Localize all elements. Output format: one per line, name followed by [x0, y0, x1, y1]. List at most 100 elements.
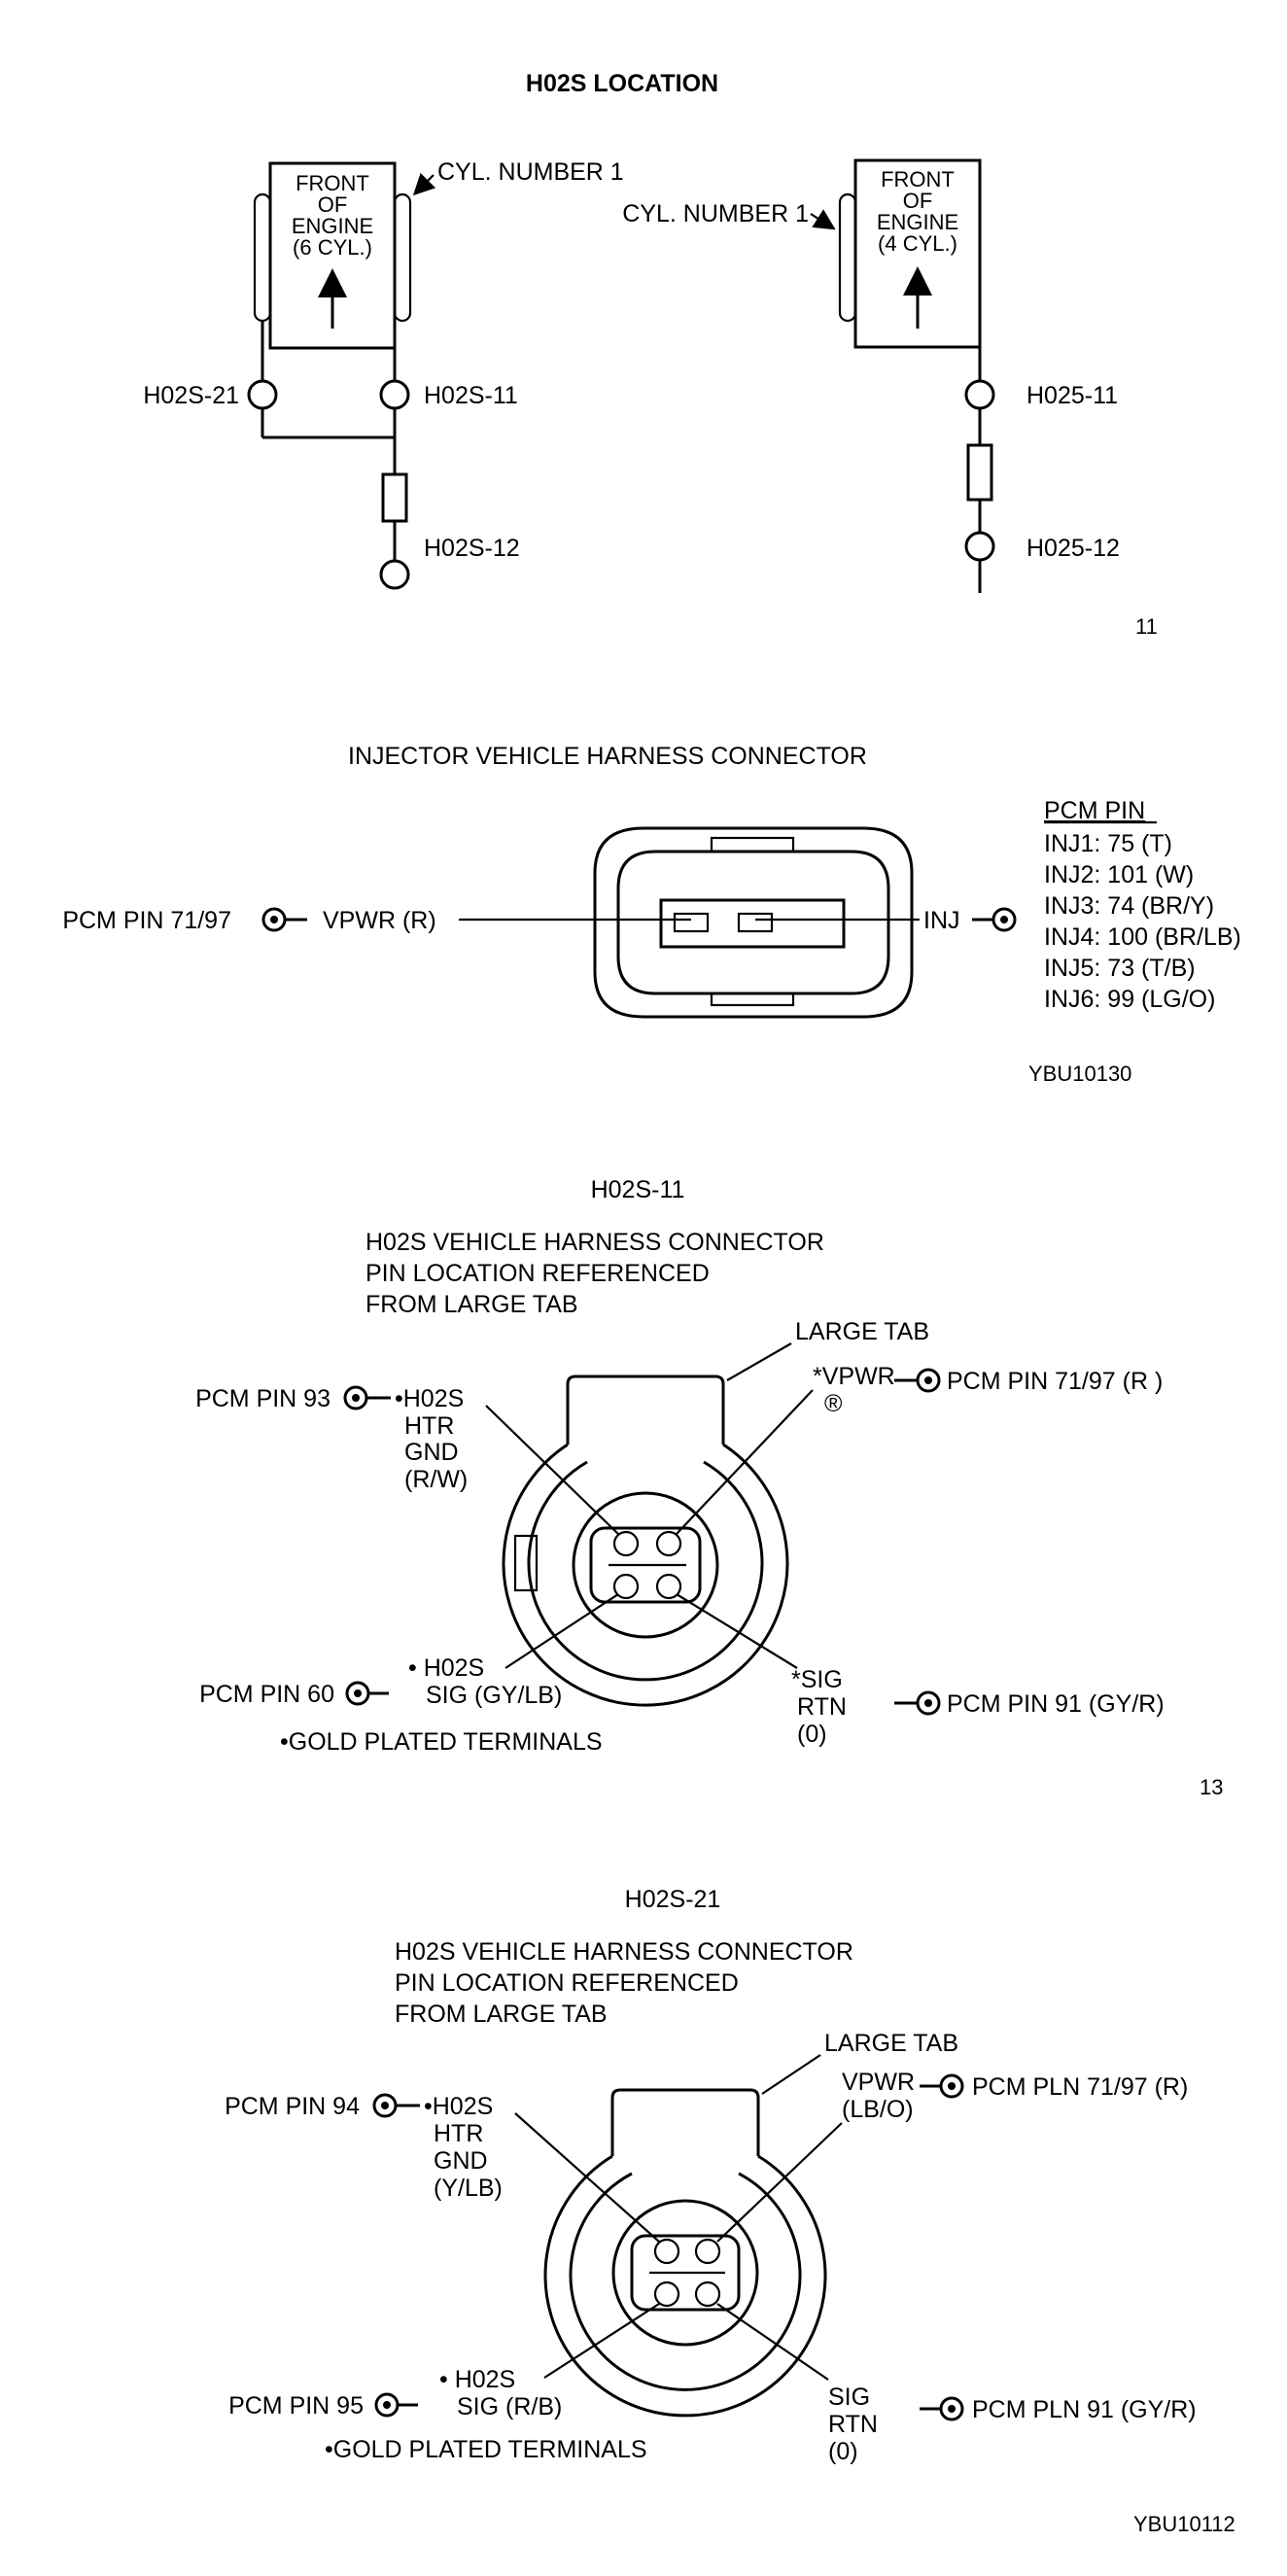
h02s-21-title: H02S-21 — [625, 1886, 721, 1913]
pin-htr-gnd — [653, 2238, 680, 2265]
rtn-label-3: (0) — [797, 1721, 827, 1748]
pin-inj1: INJ1: 75 (T) — [1044, 830, 1172, 857]
h02s-21-connector — [543, 2088, 827, 2418]
connector-outer-shell — [543, 2154, 827, 2418]
terminal-block — [589, 1526, 702, 1604]
htr-label-3: GND — [434, 2147, 488, 2175]
pin-inj5: INJ5: 73 (T/B) — [1044, 955, 1196, 982]
rtn-label-1: *SIG — [791, 1666, 843, 1693]
h02s-11-title: H02S-11 — [591, 1176, 685, 1203]
htr-label-1: •H02S — [395, 1385, 464, 1412]
catalytic-converter — [381, 472, 408, 523]
pcm-vpwr-label: PCM PIN 71/97 (R ) — [947, 1368, 1163, 1395]
label-h02s-21: H02S-21 — [143, 382, 239, 409]
rtn-label-2: RTN — [828, 2411, 878, 2438]
htr-label-2: HTR — [434, 2120, 483, 2147]
pcm-pin-91-label: PCM PIN 91 (GY/R) — [947, 1690, 1165, 1718]
box-text-3: ENGINE — [292, 214, 373, 238]
htr-label-1: •H02S — [424, 2093, 493, 2120]
terminal-ring — [572, 1491, 719, 1639]
connector-inner-shell — [527, 1460, 764, 1682]
catalytic-converter — [966, 443, 993, 502]
pin-sig-rtn — [655, 1573, 682, 1600]
figure-ref-11: 11 — [1135, 614, 1158, 639]
desc-line-1: H02S VEHICLE HARNESS CONNECTOR — [365, 1229, 824, 1256]
label-h025-11: H025-11 — [1026, 382, 1118, 409]
pcm-pin-93-label: PCM PIN 93 — [195, 1385, 330, 1412]
desc-line-3: FROM LARGE TAB — [365, 1291, 578, 1318]
exhaust-manifold-right — [393, 192, 412, 323]
h02s-location-section: H02S LOCATION FRONT OF ENGINE (6 CYL.) C… — [143, 70, 1158, 639]
large-tab-label: LARGE TAB — [795, 1318, 929, 1345]
rtn-label-1: SIG — [828, 2384, 870, 2411]
connector-inner-shell — [569, 2172, 802, 2391]
pcm-vpwr-label: PCM PLN 71/97 (R) — [972, 2073, 1188, 2101]
pcm-pin-91-dot — [916, 1690, 941, 1716]
pin-inj3: INJ3: 74 (BR/Y) — [1044, 892, 1214, 920]
figure-ref-ybu10112: YBU10112 — [1133, 2512, 1235, 2536]
pin-inj6: INJ6: 99 (LG/O) — [1044, 986, 1215, 1013]
h02s-11-section: H02S-11 H02S VEHICLE HARNESS CONNECTOR P… — [195, 1176, 1223, 1799]
desc-line-2: PIN LOCATION REFERENCED — [395, 1969, 739, 1997]
pcm-pln-71-97-dot — [939, 2073, 964, 2099]
sensor-h02s-12 — [379, 559, 410, 590]
pin-inj2: INJ2: 101 (W) — [1044, 861, 1194, 888]
desc-line-1: H02S VEHICLE HARNESS CONNECTOR — [395, 1938, 853, 1966]
sig-leader — [504, 1593, 619, 1669]
sig-label-2: SIG (GY/LB) — [426, 1682, 562, 1709]
gold-terminals-note: •GOLD PLATED TERMINALS — [280, 1728, 603, 1756]
pcm-pln-91-label: PCM PLN 91 (GY/R) — [972, 2396, 1197, 2423]
large-tab — [610, 2088, 760, 2156]
box-text-4: (4 CYL.) — [878, 231, 957, 256]
pin-inj4: INJ4: 100 (BR/LB) — [1044, 923, 1241, 951]
sensor-h02s-21 — [247, 379, 278, 410]
sig-label-1: • H02S — [408, 1654, 484, 1682]
vpwr-label: *VPWR — [813, 1363, 895, 1390]
htr-leader — [485, 1405, 619, 1535]
large-tab — [566, 1375, 725, 1445]
htr-label-2: HTR — [404, 1412, 454, 1440]
h02s-21-section: H02S-21 H02S VEHICLE HARNESS CONNECTOR P… — [225, 1886, 1235, 2536]
desc-line-3: FROM LARGE TAB — [395, 2001, 608, 2028]
large-tab-label: LARGE TAB — [824, 2030, 958, 2057]
label-h02s-11: H02S-11 — [424, 382, 518, 409]
sensor-h025-11 — [964, 379, 995, 410]
injector-title: INJECTOR VEHICLE HARNESS CONNECTOR — [348, 743, 867, 770]
sig-label-1: • H02S — [439, 2366, 515, 2393]
terminal-housing — [659, 898, 846, 949]
vpwr-label: VPWR (R) — [323, 907, 436, 934]
vpwr-label: VPWR — [842, 2069, 915, 2096]
connector-side-tab — [513, 1534, 539, 1592]
connector-bottom-tab — [710, 992, 795, 1007]
box-text-1: FRONT — [296, 171, 369, 195]
sensor-h02s-11 — [379, 379, 410, 410]
vpwr-sub-label: ® — [824, 1390, 843, 1417]
figure-ref-ybu10130: YBU10130 — [1028, 1062, 1131, 1086]
terminal-ring — [611, 2199, 759, 2347]
cyl-pointer — [412, 172, 436, 196]
box-text-3: ENGINE — [877, 210, 958, 234]
pcm-pin-60-label: PCM PIN 60 — [199, 1681, 334, 1708]
htr-label-4: (Y/LB) — [434, 2175, 503, 2202]
engine-4cyl: FRONT OF ENGINE (4 CYL.) CYL. NUMBER 1 H… — [622, 158, 1120, 593]
cyl-number-label: CYL. NUMBER 1 — [622, 200, 809, 227]
pcm-pin-header: PCM PIN — [1044, 797, 1145, 824]
cyl-number-label: CYL. NUMBER 1 — [437, 158, 624, 186]
pin-vpwr — [655, 1530, 682, 1557]
pcm-pln-91-dot — [939, 2396, 964, 2421]
htr-label-3: GND — [404, 1439, 459, 1466]
label-h025-12: H025-12 — [1026, 535, 1120, 562]
vpwr-leader — [716, 2122, 843, 2243]
exhaust-manifold-left — [253, 192, 272, 323]
connector-outer-shell — [502, 1443, 789, 1707]
box-text-1: FRONT — [881, 167, 955, 191]
inj-label: INJ — [923, 907, 960, 934]
rtn-label-3: (0) — [828, 2438, 858, 2465]
box-text-2: OF — [903, 189, 933, 213]
sig-leader — [543, 2303, 660, 2379]
injector-connector-section: INJECTOR VEHICLE HARNESS CONNECTOR PCM P… — [62, 743, 1241, 1086]
label-h02s-12: H02S-12 — [424, 535, 520, 562]
pin-sig — [612, 1573, 640, 1600]
exhaust-manifold — [838, 192, 857, 323]
